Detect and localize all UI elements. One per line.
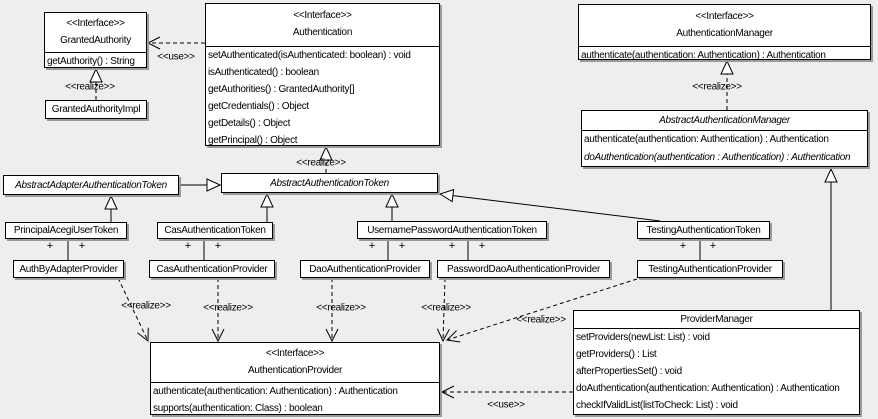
method-compartment: authenticate(authentication: Authenticat… [579, 46, 870, 64]
realize-stereotype-label: <<realize>> [203, 302, 253, 314]
class-header: <<Interface>> Authentication [206, 4, 439, 46]
method-compartment: setAuthenticated(isAuthenticated: boolea… [206, 46, 439, 149]
method-compartment: authenticate(authentication: Authenticat… [151, 382, 439, 417]
class-authentication[interactable]: <<Interface>> Authentication setAuthenti… [205, 3, 440, 146]
class-name: PrincipalAcegiUserToken [13, 225, 119, 236]
class-casauthenticationtoken[interactable]: CasAuthenticationToken [157, 222, 273, 239]
realize-stereotype-label: <<realize>> [296, 157, 346, 169]
class-providermanager[interactable]: ProviderManager setProviders(newList: Li… [573, 310, 860, 415]
class-name: GrantedAuthorityImpl [51, 104, 141, 115]
class-name: Authentication [292, 27, 353, 38]
class-abstractauthenticationtoken[interactable]: AbstractAuthenticationToken [221, 173, 438, 193]
realize-stereotype-label: <<realize>> [421, 302, 471, 314]
method-label: doAuthentication(authentication: Authent… [576, 383, 840, 394]
class-name: AuthByAdapterProvider [19, 263, 118, 275]
multiplicity-label: + [710, 240, 716, 252]
multiplicity-label: + [47, 240, 53, 252]
class-header: <<Interface>> AuthenticationManager [579, 5, 870, 46]
method-label: doAuthentication(authentication : Authen… [584, 152, 851, 163]
method-label: setProviders(newList: List) : void [576, 332, 710, 343]
use-stereotype-label: <<use>> [157, 51, 195, 63]
multiplicity-label: + [79, 240, 85, 252]
stereotype-label: <<Interface>> [695, 11, 754, 22]
multiplicity-label: + [479, 240, 485, 252]
class-name: GrantedAuthority [60, 35, 131, 46]
class-name: UsernamePasswordAuthenticationToken [367, 224, 537, 236]
class-name: PasswordDaoAuthenticationProvider [447, 263, 600, 275]
edge-gen-testingauthenticationtoken [440, 194, 661, 222]
method-label: getAuthority() : String [47, 56, 135, 67]
class-abstractadapterauthenticationtoken[interactable]: AbstractAdapterAuthenticationToken [3, 175, 179, 195]
multiplicity-label: + [449, 240, 455, 252]
class-name: AbstractAdapterAuthenticationToken [15, 179, 167, 191]
method-label: getDetails() : Object [208, 118, 291, 129]
class-daoauthenticationprovider[interactable]: DaoAuthenticationProvider [300, 260, 430, 278]
method-compartment: getAuthority() : String [45, 52, 146, 70]
method-label: isAuthenticated() : boolean [208, 67, 319, 78]
method-label: getAuthorities() : GrantedAuthority[] [208, 84, 355, 95]
method-label: afterPropertiesSet() : void [576, 366, 682, 377]
class-name: AuthenticationProvider [247, 365, 342, 376]
method-label: authenticate(authentication: Authenticat… [584, 134, 829, 145]
edge-realize-testingauthenticationprovider [445, 278, 638, 343]
class-name: AbstractAuthenticationToken [270, 177, 389, 189]
edge-realize-authbyadapterprovider [117, 277, 149, 343]
method-label: setAuthenticated(isAuthenticated: boolea… [208, 50, 411, 61]
class-name: CasAuthenticationToken [164, 225, 266, 236]
class-testingauthenticationprovider[interactable]: TestingAuthenticationProvider [637, 260, 783, 278]
realize-stereotype-label: <<realize>> [516, 314, 566, 326]
multiplicity-label: + [185, 240, 191, 252]
stereotype-label: <<Interface>> [66, 18, 125, 29]
class-grantedauthority[interactable]: <<Interface>> GrantedAuthority getAuthor… [44, 12, 147, 68]
class-header: <<Interface>> AuthenticationProvider [151, 343, 439, 382]
multiplicity-label: + [399, 240, 405, 252]
method-label: getCredentials() : Object [208, 101, 309, 112]
class-name: CasAuthenticationProvider [156, 263, 268, 275]
class-name: ProviderManager [574, 311, 859, 329]
realize-stereotype-label: <<realize>> [65, 81, 115, 93]
method-label: checkIfValidList(listToCheck: List) : vo… [576, 400, 738, 411]
class-name: TestingAuthenticationProvider [648, 263, 772, 275]
realize-stereotype-label: <<realize>> [121, 300, 171, 312]
realize-stereotype-label: <<realize>> [692, 81, 742, 93]
use-stereotype-label: <<use>> [487, 399, 525, 411]
method-compartment: authenticate(authentication: Authenticat… [582, 131, 867, 167]
class-abstractauthenticationmanager[interactable]: AbstractAuthenticationManager authentica… [581, 110, 868, 167]
stereotype-label: <<Interface>> [265, 348, 325, 359]
class-testingauthenticationtoken[interactable]: TestingAuthenticationToken [637, 221, 770, 239]
class-casauthenticationprovider[interactable]: CasAuthenticationProvider [149, 260, 275, 278]
class-name: AuthenticationManager [676, 28, 773, 39]
method-label: authenticate(authentication: Authenticat… [153, 386, 398, 397]
class-name: DaoAuthenticationProvider [309, 263, 421, 275]
realize-stereotype-label: <<realize>> [316, 302, 366, 314]
class-grantedauthorityimpl[interactable]: GrantedAuthorityImpl [45, 100, 147, 119]
class-principalacegiusertoken[interactable]: PrincipalAcegiUserToken [5, 222, 127, 239]
class-usernamepasswordauthenticationtoken[interactable]: UsernamePasswordAuthenticationToken [357, 221, 547, 239]
stereotype-label: <<Interface>> [293, 10, 352, 21]
class-authbyadapterprovider[interactable]: AuthByAdapterProvider [13, 260, 124, 278]
method-label: supports(authentication: Class) : boolea… [153, 403, 323, 414]
method-compartment: setProviders(newList: List) : void getPr… [574, 329, 859, 414]
method-label: authenticate(authentication: Authenticat… [581, 50, 826, 61]
class-header: <<Interface>> GrantedAuthority [45, 13, 146, 52]
class-name: TestingAuthenticationToken [646, 224, 761, 236]
edge-realize-passworddaoauthenticationprovider [436, 277, 450, 343]
method-label: getPrincipal() : Object [208, 135, 298, 146]
class-passworddaoauthenticationprovider[interactable]: PasswordDaoAuthenticationProvider [437, 260, 610, 278]
multiplicity-label: + [215, 240, 221, 252]
multiplicity-label: + [680, 240, 686, 252]
class-authenticationmanager[interactable]: <<Interface>> AuthenticationManager auth… [578, 4, 871, 61]
class-name: AbstractAuthenticationManager [582, 111, 867, 131]
multiplicity-label: + [369, 240, 375, 252]
method-label: getProviders() : List [576, 349, 657, 360]
class-authenticationprovider[interactable]: <<Interface>> AuthenticationProvider aut… [150, 342, 440, 415]
